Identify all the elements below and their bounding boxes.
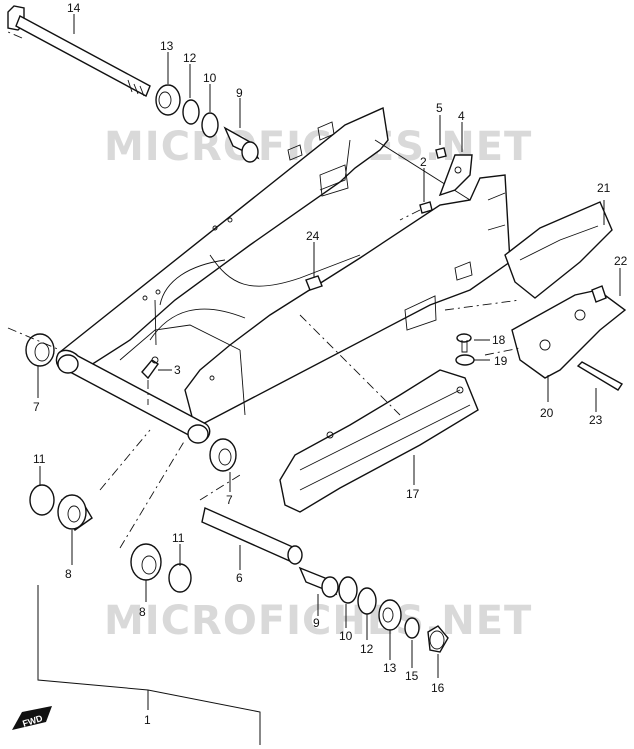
grease-nipple xyxy=(141,356,159,380)
chain-guide-assembly xyxy=(504,201,627,379)
callout-9-lower: 9 xyxy=(313,616,320,630)
callout-13-lower: 13 xyxy=(383,661,397,675)
callout-1: 1 xyxy=(144,713,151,727)
callout-10-lower: 10 xyxy=(339,629,353,643)
fwd-marker: FWD xyxy=(12,706,52,730)
callout-14: 14 xyxy=(67,1,81,15)
callout-18: 18 xyxy=(492,333,506,347)
callout-21: 21 xyxy=(597,181,611,195)
spacer-9-lower xyxy=(298,566,339,598)
callout-13-top: 13 xyxy=(160,39,174,53)
spacer-top xyxy=(223,126,260,163)
cap-nut-16 xyxy=(427,625,449,653)
washer-top xyxy=(182,99,200,125)
callout-23: 23 xyxy=(589,413,603,427)
callout-20: 20 xyxy=(540,406,554,420)
callout-8-right: 8 xyxy=(139,605,146,619)
callout-6: 6 xyxy=(236,571,243,585)
seal-10-lower xyxy=(338,576,358,604)
bearing-8-right xyxy=(130,543,162,581)
callout-10-top: 10 xyxy=(203,71,217,85)
callout-7-left: 7 xyxy=(33,400,40,414)
callout-9-top: 9 xyxy=(236,86,243,100)
seal-top xyxy=(201,112,219,138)
bearing-lower xyxy=(209,438,237,472)
callout-labels: 14 13 12 10 9 5 4 2 21 24 22 18 19 3 7 2… xyxy=(33,1,628,727)
forward-arrow-icon xyxy=(12,706,52,730)
bearing-8-left xyxy=(57,494,93,532)
callout-8-left: 8 xyxy=(65,567,72,581)
callout-11-right: 11 xyxy=(172,531,185,545)
callout-12-top: 12 xyxy=(183,51,197,65)
washer-12-lower xyxy=(357,587,377,615)
callout-11-left: 11 xyxy=(33,452,46,466)
leader-lines xyxy=(7,14,621,745)
pivot-bolt xyxy=(7,5,151,97)
callout-19: 19 xyxy=(494,354,508,368)
callout-4: 4 xyxy=(458,109,465,123)
seal-11-right xyxy=(168,563,192,593)
washer-15 xyxy=(404,617,420,639)
callout-16: 16 xyxy=(431,681,445,695)
chain-case xyxy=(279,369,479,513)
callout-17: 17 xyxy=(406,487,420,501)
callout-7-lower: 7 xyxy=(226,493,233,507)
washer-19 xyxy=(455,354,475,366)
seal-11-left xyxy=(29,484,55,516)
callout-5: 5 xyxy=(436,101,443,115)
bearing-left xyxy=(25,333,55,367)
pivot-shaft-6 xyxy=(201,507,303,565)
swingarm-drawing xyxy=(55,106,511,444)
bolt-23 xyxy=(576,361,624,391)
screw-18 xyxy=(456,333,472,353)
chain-guide-bracket xyxy=(419,147,473,214)
nut-13-lower xyxy=(378,599,402,631)
callout-22: 22 xyxy=(614,254,628,268)
pivot-nut xyxy=(155,84,181,116)
callout-3: 3 xyxy=(174,363,181,377)
callout-2: 2 xyxy=(420,155,427,169)
callout-24: 24 xyxy=(306,229,320,243)
callout-15: 15 xyxy=(405,669,419,683)
callout-12-lower: 12 xyxy=(360,642,374,656)
